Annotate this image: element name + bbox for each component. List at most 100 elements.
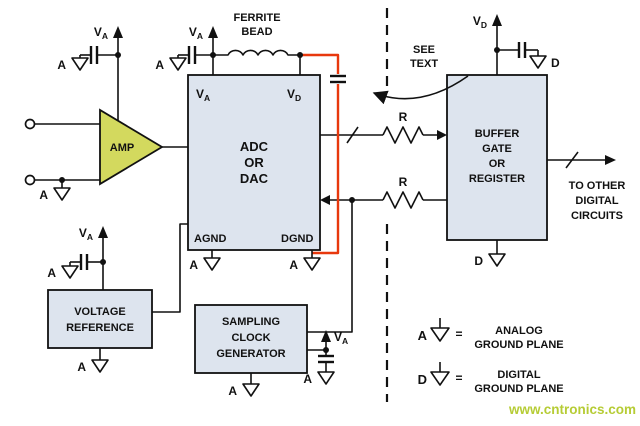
svg-text:REGISTER: REGISTER (469, 173, 525, 185)
analog-ground-vref-cap: A (47, 262, 79, 280)
analog-ground-vref: A (77, 348, 109, 374)
svg-text:BEAD: BEAD (241, 26, 272, 38)
output-caption: TO OTHER DIGITAL CIRCUITS (569, 180, 626, 222)
up-arrow-icon (98, 226, 108, 238)
ground-triangle-icon (203, 257, 221, 271)
buffer-labels: BUFFER GATE OR REGISTER (469, 128, 525, 185)
ground-triangle-icon (430, 327, 450, 342)
sampling-clock-wire (307, 200, 353, 333)
analog-ground-agnd: A (189, 250, 221, 272)
va-label: VA (189, 25, 203, 41)
input-terminal-bottom (24, 174, 36, 186)
amp-label: AMP (110, 142, 134, 154)
vref-block (47, 289, 153, 349)
svg-text:CLOCK: CLOCK (231, 332, 270, 344)
va-label: VA (94, 25, 108, 41)
svg-text:OR: OR (244, 155, 264, 170)
svg-text:VOLTAGE: VOLTAGE (74, 306, 126, 318)
svg-text:FERRITE: FERRITE (233, 12, 280, 24)
svg-text:DIGITAL: DIGITAL (497, 369, 540, 381)
svg-text:CIRCUITS: CIRCUITS (571, 210, 623, 222)
svg-text:D: D (474, 254, 483, 268)
vref-decoupling-cap (70, 254, 103, 270)
adc-labels: VA VD ADC OR DAC AGND DGND (194, 87, 313, 245)
svg-text:A: A (77, 360, 86, 374)
svg-text:A: A (189, 258, 198, 272)
analog-ground-clockgen-cap: A (303, 362, 335, 386)
vref-output-wire (152, 223, 188, 313)
up-arrow-icon (492, 14, 502, 26)
svg-text:TO OTHER: TO OTHER (569, 180, 626, 192)
resistor-top (382, 126, 424, 144)
analog-ground-dgnd: A (289, 250, 321, 272)
input-terminal-top (24, 118, 36, 130)
svg-text:A: A (47, 266, 56, 280)
bus-slash-top (346, 126, 359, 144)
up-arrow-icon (321, 330, 331, 342)
svg-text:BUFFER: BUFFER (475, 128, 520, 140)
ferrite-bead-coil (213, 49, 301, 75)
ground-triangle-icon (242, 383, 260, 397)
svg-text:ANALOG: ANALOG (495, 325, 543, 337)
digital-ground-buffer: D (474, 240, 506, 268)
va-label: VA (79, 226, 93, 242)
svg-text:A: A (155, 58, 164, 72)
ground-triangle-icon (169, 57, 187, 71)
svg-text:D: D (551, 56, 560, 70)
ground-symbols: A A A A A A A (39, 50, 560, 398)
svg-text:GROUND PLANE: GROUND PLANE (474, 383, 563, 395)
svg-text:D: D (418, 372, 427, 387)
junction-dots (59, 47, 500, 353)
svg-text:DIGITAL: DIGITAL (575, 195, 618, 207)
resistor-top-label: R (399, 110, 408, 124)
adc-va-decoupling-cap (178, 46, 213, 64)
ground-triangle-icon (71, 57, 89, 71)
vd-label: VD (473, 14, 487, 30)
analog-ground-input: A (39, 180, 71, 202)
agnd-pin-label: AGND (194, 233, 226, 245)
adc-va-pin-label: VA (196, 87, 210, 103)
ground-triangle-icon (53, 187, 71, 201)
bus-arrow-into-buffer (437, 130, 447, 140)
svg-text:A: A (303, 372, 312, 386)
resistor-bottom (382, 191, 424, 209)
digital-ground-buffer-cap: D (529, 50, 560, 70)
ground-triangle-icon (430, 371, 450, 386)
ground-triangle-icon (91, 359, 109, 373)
legend-digital-row: D = DIGITAL GROUND PLANE (418, 362, 564, 395)
svg-text:A: A (57, 58, 66, 72)
svg-text:REFERENCE: REFERENCE (66, 322, 134, 334)
amp-triangle (99, 108, 164, 186)
critical-decoupling-path (300, 53, 340, 255)
dgnd-pin-label: DGND (281, 233, 313, 245)
bus-slash-output (565, 151, 579, 169)
ferrite-bead-label: FERRITE BEAD (233, 12, 280, 38)
output-arrowhead (605, 155, 616, 165)
analog-ground-ferrite-cap: A (155, 55, 187, 72)
buffer-block (446, 74, 548, 241)
ground-triangle-icon (317, 371, 335, 385)
svg-text:A: A (39, 188, 48, 202)
svg-text:=: = (455, 371, 462, 385)
svg-text:SAMPLING: SAMPLING (222, 316, 280, 328)
watermark: www.cntronics.com (508, 402, 636, 417)
clockgen-labels: SAMPLING CLOCK GENERATOR (216, 316, 285, 360)
resistor-bottom-label: R (399, 175, 408, 189)
ground-triangle-icon (303, 257, 321, 271)
svg-text:=: = (455, 327, 462, 341)
svg-text:A: A (289, 258, 298, 272)
svg-text:GATE: GATE (482, 143, 512, 155)
adc-block (187, 74, 321, 251)
adc-vd-pin-label: VD (287, 87, 301, 103)
legend: A = ANALOG GROUND PLANE D = DIGITAL GROU… (418, 318, 564, 395)
svg-text:SEE: SEE (413, 44, 435, 56)
svg-text:GROUND PLANE: GROUND PLANE (474, 339, 563, 351)
svg-text:A: A (418, 328, 428, 343)
svg-text:ADC: ADC (240, 139, 269, 154)
analog-ground-clockgen: A (228, 373, 260, 398)
ground-triangle-icon (488, 253, 506, 267)
see-text-note: SEE TEXT (372, 44, 469, 105)
buffer-decoupling-cap (497, 42, 538, 58)
